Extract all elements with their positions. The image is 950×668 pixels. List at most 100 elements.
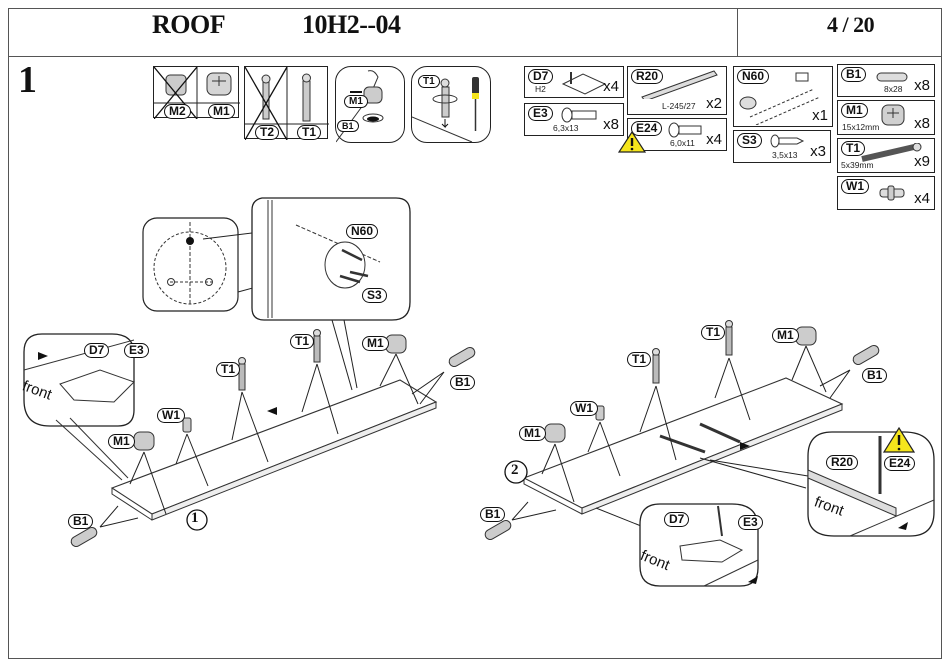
part-s3-qty: x3 (810, 143, 826, 160)
panel-number-badge-1 (186, 509, 208, 531)
cam-m2-icon (165, 74, 187, 96)
part-r20-note: L-245/27 (662, 101, 696, 111)
detail-r20-label: R20 (826, 455, 859, 470)
part-e3-qty: x8 (603, 116, 619, 133)
part-m1: M1 15x12mm x8 (837, 100, 935, 135)
bolt-t1-4 (725, 320, 733, 356)
w1-label-1: W1 (157, 408, 185, 423)
bolt-compare-illustration (245, 67, 329, 140)
b1-label-1a: B1 (68, 514, 94, 529)
screw-bolt-illustration (412, 77, 479, 143)
pin-w1-icon (879, 185, 905, 201)
cam-m1-3 (544, 423, 566, 443)
part-w1: W1 x4 (837, 176, 935, 210)
rail-detail-right (807, 431, 935, 537)
screw-e24-icon (668, 122, 702, 138)
detail-e24-label: E24 (884, 456, 916, 471)
bolt-t1-icon (302, 73, 311, 122)
part-t1-note: 5x39mm (841, 160, 874, 170)
page-number: 4 / 20 (827, 12, 875, 37)
page-frame (8, 8, 942, 659)
detail-d7-label-2: D7 (664, 512, 690, 527)
part-n60: N60 x1 (733, 66, 833, 127)
part-b1-qty: x8 (914, 77, 930, 94)
part-d7-id: D7 (528, 69, 554, 84)
detail-d7-label-1: D7 (84, 343, 110, 358)
screw-bolt-hint: T1 (411, 66, 491, 143)
dowel-b1-4 (852, 345, 880, 365)
part-e3-note: 6,3x13 (553, 123, 579, 133)
b1-label-2b: B1 (862, 368, 888, 383)
part-e3: E3 6,3x13 x8 (524, 103, 624, 136)
diagram1-arrows (99, 353, 445, 528)
b1-label-1b: B1 (450, 375, 476, 390)
w1-label-2: W1 (570, 401, 598, 416)
part-r20: R20 L-245/27 x2 (627, 66, 727, 115)
diagram2-arrows (511, 345, 851, 529)
part-d7-qty: x4 (603, 78, 619, 95)
mounting-bracket-icon (561, 72, 607, 95)
part-e24: E24 6,0x11 x4 (627, 118, 727, 151)
bolt-compare-box: T2 T1 (244, 66, 329, 140)
bolt-t1-part-icon (861, 143, 922, 162)
bolt-t1-2 (313, 329, 321, 363)
part-m1-note: 15x12mm (842, 122, 880, 132)
bolt-t1-1 (238, 357, 246, 391)
cam-m1-icon (206, 72, 232, 96)
part-t1-qty: x9 (914, 153, 930, 170)
warning-icon-2 (882, 426, 916, 453)
part-n60-id: N60 (737, 69, 770, 84)
bolt-right-label: T1 (297, 125, 322, 140)
cam-compare-illustration (154, 67, 240, 119)
m1-label-2b: M1 (772, 328, 799, 343)
step-number: 1 (18, 59, 37, 101)
panel-number-2: 2 (511, 462, 519, 478)
m1-label-1a: M1 (108, 434, 135, 449)
detail-e3-label-2: E3 (738, 515, 763, 530)
connector-n60-icon (739, 72, 821, 125)
part-m1-id: M1 (841, 103, 868, 118)
insert-cam-label: M1 (344, 95, 368, 108)
roof-panel-1 (110, 379, 438, 521)
b1-label-2a: B1 (480, 507, 506, 522)
cam-lock-m1-icon (881, 104, 905, 126)
warning-icon (618, 131, 646, 153)
insert-cam-illustration (336, 70, 384, 143)
cam-m1-4 (795, 326, 817, 346)
part-s3-note: 3,5x13 (772, 150, 798, 160)
part-e24-note: 6,0x11 (670, 138, 695, 148)
m1-label-1b: M1 (362, 336, 389, 351)
insert-dowel-label: B1 (337, 120, 359, 132)
part-b1-id: B1 (841, 67, 867, 82)
t1-label-1a: T1 (216, 362, 241, 377)
dowel-b1-2 (448, 347, 476, 367)
part-t1: T1 5x39mm x9 (837, 138, 935, 173)
bolt-wrong-label: T2 (255, 125, 280, 140)
cam-wrong-label: M2 (164, 104, 191, 119)
t1-label-2b: T1 (701, 325, 726, 340)
drawer-rail-icon (641, 70, 718, 99)
part-b1: B1 8x28 x8 (837, 64, 935, 97)
dowel-b1-icon (876, 72, 908, 82)
header-divider (737, 8, 738, 56)
screwdriver-icon (472, 77, 479, 131)
t1-label-2a: T1 (627, 352, 652, 367)
detail-n60-label: N60 (346, 224, 379, 239)
product-code: 10H2--04 (302, 10, 401, 39)
part-r20-id: R20 (631, 69, 664, 84)
screw-s3-icon (770, 134, 805, 148)
part-s3: S3 3,5x13 x3 (733, 130, 831, 163)
detail-e3-label-1: E3 (124, 343, 149, 358)
part-m1-qty: x8 (914, 115, 930, 132)
dowel-b1-3 (484, 520, 512, 540)
dowel-b1-1 (70, 527, 98, 547)
bracket-detail-left (23, 333, 135, 481)
header-bar (8, 8, 942, 57)
page-title: ROOF (152, 10, 226, 39)
part-e24-qty: x4 (706, 131, 722, 148)
cam-right-label: M1 (208, 104, 235, 119)
insert-cam-hint: M1 B1 (335, 66, 405, 143)
cam-compare-box: M2 M1 (153, 66, 240, 119)
bolt-t1-3 (652, 348, 660, 384)
